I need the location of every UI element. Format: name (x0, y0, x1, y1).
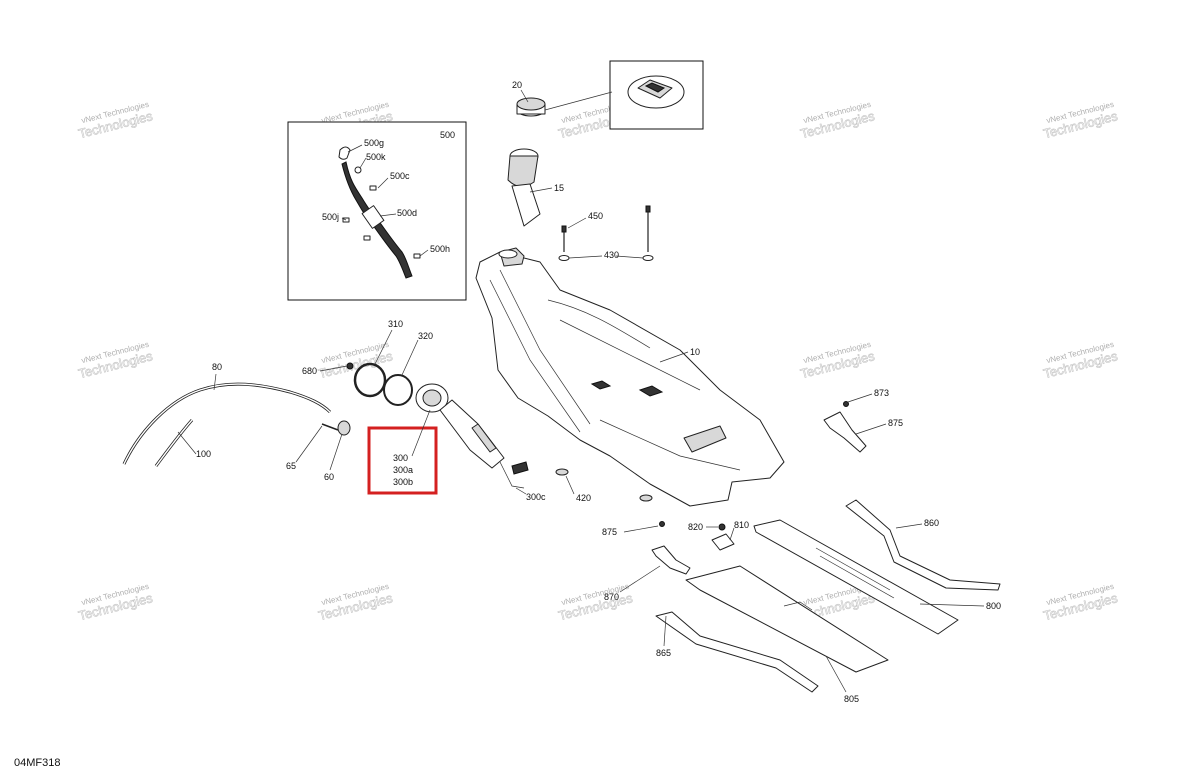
callout-420: 420 (576, 493, 591, 503)
callout-500j: 500j (322, 212, 339, 222)
callout-875-left: 875 (602, 527, 617, 537)
rail-860: 860 (845, 499, 1001, 591)
callout-60: 60 (324, 472, 334, 482)
callout-500g: 500g (364, 138, 384, 148)
clip-500c-drawing (369, 185, 377, 191)
skid-plate-805-rail-865: 865 805 (655, 565, 889, 704)
callout-100: 100 (196, 449, 211, 459)
callout-865: 865 (656, 648, 671, 658)
callout-873: 873 (874, 388, 889, 398)
highlight-box (367, 426, 438, 495)
bracket-873-875: 873 875 (823, 388, 903, 453)
fitting-500g-drawing (338, 146, 351, 160)
callout-300: 300 (393, 453, 408, 463)
bolts-450-washers-430: 450 430 (558, 205, 654, 261)
diagram-code: 04MF318 (14, 757, 60, 769)
callout-500d: 500d (397, 208, 417, 218)
connector-500d-drawing (361, 205, 385, 229)
highlighted-callout-300: 300 300a 300b (367, 409, 438, 495)
callout-430: 430 (604, 250, 619, 260)
callout-310: 310 (388, 319, 403, 329)
bracket-810-820: 820 810 (688, 520, 749, 551)
callout-805: 805 (844, 694, 859, 704)
fuel-cap-20: 20 (512, 80, 613, 117)
callout-300b: 300b (393, 477, 413, 487)
fuel-pump-300: 300c (415, 383, 546, 502)
gaskets-310-320: 310 320 680 (302, 319, 433, 406)
inset-cap-detail (609, 60, 704, 130)
callout-810: 810 (734, 520, 749, 530)
callout-10: 10 (690, 347, 700, 357)
clip-500j-b-drawing (363, 235, 371, 241)
callout-320: 320 (418, 331, 433, 341)
screw-65-fitting-60: 65 60 (286, 420, 351, 482)
callout-500k: 500k (366, 152, 386, 162)
callout-15: 15 (554, 183, 564, 193)
clamp-500k-drawing (354, 166, 362, 174)
callout-800: 800 (986, 601, 1001, 611)
grommets-420: 420 (555, 468, 653, 503)
callout-65: 65 (286, 461, 296, 471)
callout-20: 20 (512, 80, 522, 90)
inset-500-hose-assembly: 500 500g 500k 500c 500d 500j 500h (287, 121, 467, 301)
callout-500c: 500c (390, 171, 410, 181)
inset-500-number: 500 (440, 130, 455, 140)
callout-300c: 300c (526, 492, 546, 502)
bracket-870-875: 875 870 (602, 521, 691, 602)
callout-860: 860 (924, 518, 939, 528)
clip-500h-drawing (413, 253, 421, 259)
fuel-tank-10: 10 (475, 247, 785, 507)
callout-450: 450 (588, 211, 603, 221)
callout-80: 80 (212, 362, 222, 372)
callout-870: 870 (604, 592, 619, 602)
callout-500h: 500h (430, 244, 450, 254)
callout-875-right: 875 (888, 418, 903, 428)
skid-plate-800: 800 (753, 519, 1001, 635)
filler-neck-15: 15 (507, 148, 564, 227)
callout-820: 820 (688, 522, 703, 532)
callout-680: 680 (302, 366, 317, 376)
vent-lines-80-100: 80 100 (122, 362, 332, 467)
callout-300a: 300a (393, 465, 413, 475)
